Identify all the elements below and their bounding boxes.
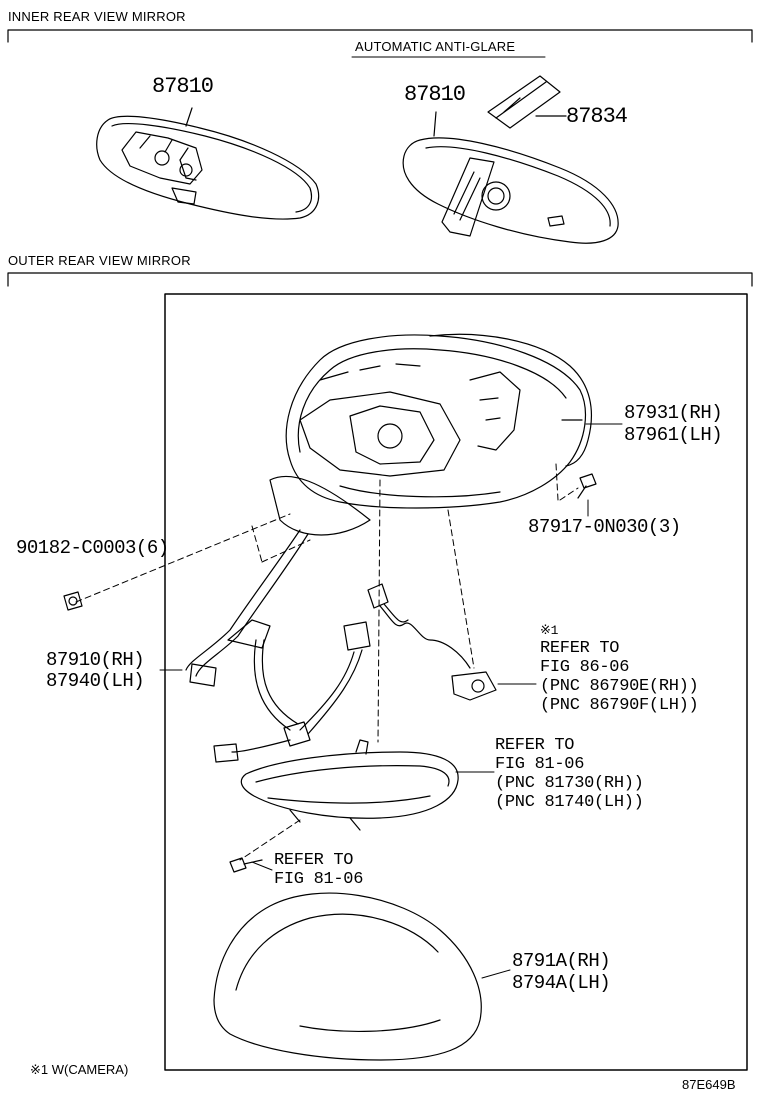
inner-mirror-basic-drawing	[96, 107, 320, 220]
camera-ref-line: FIG 86-06	[540, 658, 630, 677]
camera-reference: ※1 REFER TO FIG 86-06 (PNC 86790E(RH)) (…	[540, 622, 699, 715]
screw-drawing	[229, 857, 263, 873]
part-87940-lh: 87940(LH)	[46, 670, 145, 692]
camera-ref-line: (PNC 86790E(RH))	[540, 677, 699, 696]
section-title-inner: INNER REAR VIEW MIRROR	[8, 9, 186, 24]
part-87910-rh: 87910(RH)	[46, 649, 145, 671]
leader-lines	[159, 423, 623, 979]
clip-90182-drawing	[63, 591, 83, 611]
turn-lamp-ref-line: (PNC 81730(RH))	[495, 774, 644, 793]
camera-ref-line: (PNC 86790F(LH))	[540, 696, 699, 715]
section-title-outer: OUTER REAR VIEW MIRROR	[8, 253, 191, 268]
part-87931-rh: 87931(RH)	[624, 402, 723, 424]
outer-section-bracket	[7, 272, 753, 287]
turn-lamp-ref-line: (PNC 81740(LH))	[495, 793, 644, 812]
part-87834: 87834	[566, 104, 628, 129]
part-8794A-lh: 8794A(LH)	[512, 972, 611, 994]
dashed-guide-lines	[75, 463, 579, 861]
turn-signal-lamp-drawing	[240, 739, 459, 831]
part-8791A-rh: 8791A(RH)	[512, 950, 611, 972]
part-87810-antiglare: 87810	[404, 82, 466, 107]
inner-mirror-antiglare-drawing	[402, 75, 619, 244]
wire-harness-drawing	[185, 529, 371, 763]
turn-lamp-ref-line: REFER TO	[495, 736, 575, 755]
part-90182: 90182-C0003(6)	[16, 537, 169, 559]
mirror-cover-drawing	[213, 892, 482, 1061]
camera-ref-line: REFER TO	[540, 639, 620, 658]
screw-ref-line: REFER TO	[274, 851, 354, 870]
camera-harness-drawing	[367, 583, 497, 701]
diagram-id: 87E649B	[682, 1077, 736, 1092]
outer-assembly-frame	[164, 293, 748, 1071]
outer-mirror-body-drawing	[269, 333, 593, 536]
screw-87917-drawing	[577, 473, 597, 499]
turn-lamp-reference: REFER TO FIG 81-06 (PNC 81730(RH)) (PNC …	[495, 736, 644, 812]
camera-ref-mark: ※1	[540, 623, 559, 638]
part-87810-basic: 87810	[152, 74, 214, 99]
footnote-camera: ※1 W(CAMERA)	[30, 1062, 129, 1077]
screw-ref-line: FIG 81-06	[274, 870, 364, 889]
part-87961-lh: 87961(LH)	[624, 424, 723, 446]
inner-section-bracket	[7, 29, 753, 43]
part-87917: 87917-0N030(3)	[528, 516, 681, 538]
turn-lamp-ref-line: FIG 81-06	[495, 755, 585, 774]
screw-reference: REFER TO FIG 81-06	[274, 851, 363, 889]
section-title-auto-antiglare: AUTOMATIC ANTI-GLARE	[355, 39, 516, 54]
